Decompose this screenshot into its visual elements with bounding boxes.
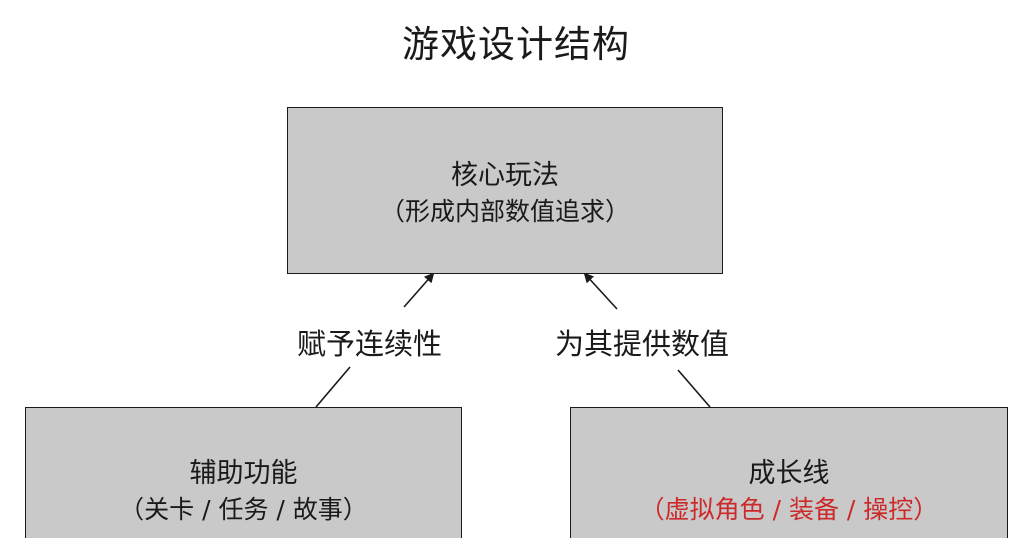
growth-line-subtitle: （虚拟角色 / 装备 / 操控） xyxy=(639,495,939,524)
growth-line-title: 成长线 xyxy=(748,458,830,489)
connector-right-lower xyxy=(677,369,711,408)
diagram-title: 游戏设计结构 xyxy=(402,23,630,66)
auxiliary-functions-box: 辅助功能 （关卡 / 任务 / 故事） xyxy=(25,407,462,538)
growth-line-box: 成长线 （虚拟角色 / 装备 / 操控） xyxy=(570,407,1008,538)
core-gameplay-subtitle: （形成内部数值追求） xyxy=(379,197,630,226)
auxiliary-functions-subtitle: （关卡 / 任务 / 故事） xyxy=(119,495,368,524)
core-gameplay-title: 核心玩法 xyxy=(451,160,559,191)
auxiliary-functions-title: 辅助功能 xyxy=(189,458,298,489)
core-gameplay-box: 核心玩法 （形成内部数值追求） xyxy=(287,107,723,274)
edge-label-continuity: 赋予连续性 xyxy=(297,327,443,361)
connector-left-lower xyxy=(315,366,351,408)
connector-left-arrow xyxy=(403,272,435,308)
edge-label-values: 为其提供数值 xyxy=(555,327,730,361)
connector-right-arrow xyxy=(583,272,618,310)
